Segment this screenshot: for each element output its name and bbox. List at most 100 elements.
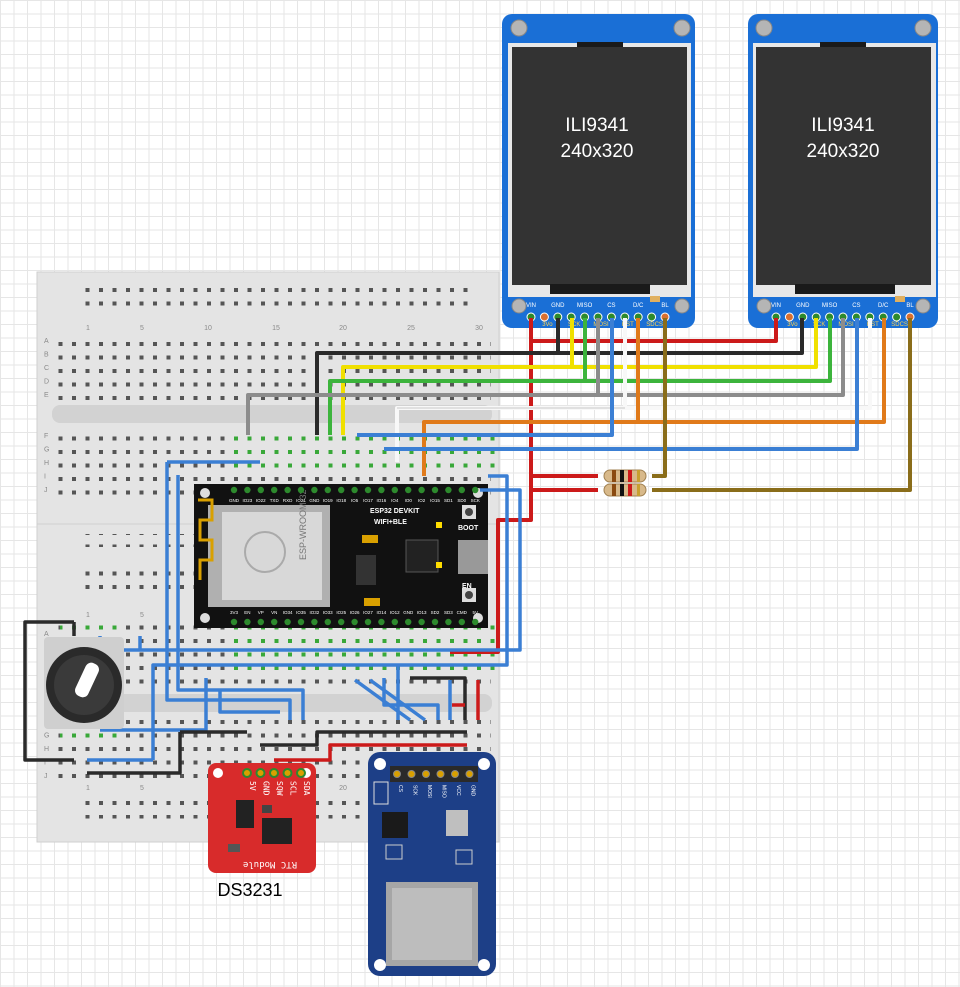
display-subpin-label: SCK (568, 322, 580, 328)
esp32-pin-label: 5V (472, 610, 478, 615)
sdcard-pin-label: CS (397, 785, 403, 793)
column-number: 25 (407, 325, 415, 332)
esp32-pin-label: IO32 (310, 610, 320, 615)
display-subpin-label: RST (622, 322, 634, 328)
esp32-pin (364, 486, 372, 494)
esp32-subtitle: WIFI+BLE (374, 519, 407, 526)
esp32-pin (311, 618, 318, 626)
boot-label: BOOT (458, 525, 479, 532)
row-letter: J (44, 487, 48, 494)
esp32-pin (230, 486, 238, 494)
esp32-pin (284, 618, 291, 626)
esp32-pin-label: SCK (471, 498, 480, 503)
rtc-pin (282, 768, 293, 778)
esp32-pin (324, 618, 331, 626)
esp32-pin (257, 618, 264, 626)
en-label: EN (462, 583, 472, 590)
display-pin-label: MISO (577, 303, 593, 309)
column-number: 5 (140, 325, 144, 332)
esp32-pin (351, 618, 358, 626)
column-number: 30 (475, 325, 483, 332)
esp32-pin-label: IO23 (243, 498, 253, 503)
rtc-pin-label: SDA (302, 781, 311, 796)
display-pin-label: VIN (771, 303, 781, 309)
esp32-pin-label: TXD (270, 498, 280, 503)
esp32-pin (458, 486, 465, 494)
esp32-pin-label: IO4 (391, 498, 399, 503)
display-subpin-label: MOSI (593, 322, 609, 328)
esp32-pin (405, 618, 412, 626)
rtc-pin-label: 5V (248, 781, 257, 791)
display-subpin-label: RST (867, 322, 879, 328)
esp32-pin (271, 486, 278, 494)
rtc-pin-label: SCL (289, 781, 298, 796)
row-letter: B (44, 352, 49, 359)
rtc-pin (296, 768, 306, 778)
esp32-pin (418, 486, 425, 494)
esp32-pin-label: IO17 (363, 498, 373, 503)
resistor-2 (603, 483, 647, 497)
rtc-pin (269, 768, 279, 778)
esp32-pin-label: SD1 (444, 498, 453, 503)
esp32-pin-label: IO13 (417, 610, 427, 615)
rtc-pin-label: GND (262, 781, 271, 796)
display-pin-label: CS (607, 303, 615, 309)
esp32-pin-label: EN (244, 610, 250, 615)
esp32-devkit: ESP32 DEVKIT WIFI+BLE BOOT EN ESP-WROOM-… (194, 484, 488, 628)
esp32-pin-label: IO14 (377, 610, 387, 615)
esp32-pin-label: IO2 (418, 498, 426, 503)
esp32-pin (445, 618, 452, 626)
display-pin-label: MISO (822, 303, 838, 309)
display-pin (539, 312, 549, 322)
sdcard-pin-label: GND (470, 785, 476, 797)
esp32-pin (458, 618, 465, 626)
display-2-resolution: 240x320 (807, 141, 880, 162)
esp32-pin-label: IO25 (336, 610, 346, 615)
row-letter: H (44, 746, 49, 753)
esp32-pin (230, 618, 238, 626)
display-subpin-label: MOSI (838, 322, 854, 328)
row-letter: F (44, 433, 48, 440)
display-pin-label: GND (796, 303, 810, 309)
sdcard-pin-label: SCK (412, 785, 418, 796)
sdcard-pin-label: MISO (441, 785, 447, 798)
resistor-1 (603, 469, 647, 483)
rtc-caption: DS3231 (217, 880, 282, 900)
esp32-pin (431, 618, 439, 626)
esp32-pin-label: IO18 (336, 498, 346, 503)
esp32-pin-label: IO15 (430, 498, 440, 503)
esp32-pin-label: VN (271, 610, 277, 615)
row-letter: A (44, 631, 49, 638)
esp32-pin-label: VP (258, 610, 264, 615)
display-subpin-label: SDCS (891, 322, 908, 328)
row-letter: J (44, 773, 48, 780)
display-pin (647, 312, 657, 322)
column-number: 10 (204, 325, 212, 332)
esp32-pin (391, 486, 398, 494)
display-pin-label: GND (551, 303, 565, 309)
esp32-title: ESP32 DEVKIT (370, 508, 420, 515)
display-1-model: ILI9341 (565, 115, 628, 136)
esp32-pin (378, 618, 385, 626)
esp32-pin (378, 486, 385, 494)
esp32-pin-label: RXD (283, 498, 293, 503)
esp32-pin-label: IO12 (390, 610, 400, 615)
row-letter: E (44, 392, 49, 399)
potentiometer (44, 637, 124, 729)
module-label: ESP-WROOM-32 (298, 489, 308, 560)
row-letter: D (44, 379, 49, 386)
display-pin-label: D/C (633, 303, 644, 309)
column-number: 20 (339, 785, 347, 792)
column-number: 1 (86, 325, 90, 332)
sdcard-pin (451, 770, 459, 778)
rtc-pin (255, 768, 266, 778)
esp32-pin-label: SD3 (444, 610, 453, 615)
esp32-pin-label: IO27 (363, 610, 373, 615)
row-letter: G (44, 447, 49, 454)
esp32-pin (244, 618, 251, 626)
esp32-pin-label: 3V3 (230, 610, 239, 615)
sdcard-pin (393, 770, 401, 778)
